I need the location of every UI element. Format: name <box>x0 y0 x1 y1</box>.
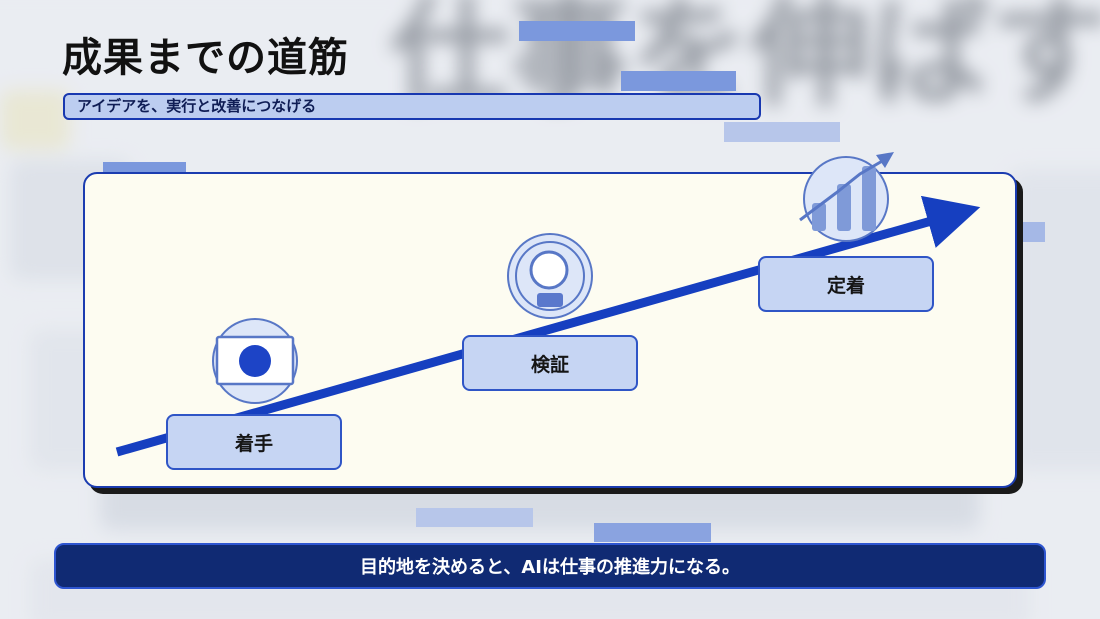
decor-chip <box>724 122 840 142</box>
decor-chip <box>416 508 533 527</box>
decor-chip <box>519 21 635 41</box>
decor-chip <box>621 71 736 91</box>
slide-title: 成果までの道筋 <box>62 35 349 81</box>
bg-card <box>0 90 70 150</box>
decor-chip <box>1020 222 1045 242</box>
decor-chip <box>594 523 711 542</box>
step-start: 着手 <box>166 414 342 470</box>
bg-card <box>1010 170 1100 470</box>
step-verify: 検証 <box>462 335 638 391</box>
step-establish: 定着 <box>758 256 934 312</box>
slide-subtitle: アイデアを、実行と改善につなげる <box>63 93 761 120</box>
takeaway-banner: 目的地を決めると、AIは仕事の推進力になる。 <box>54 543 1046 589</box>
